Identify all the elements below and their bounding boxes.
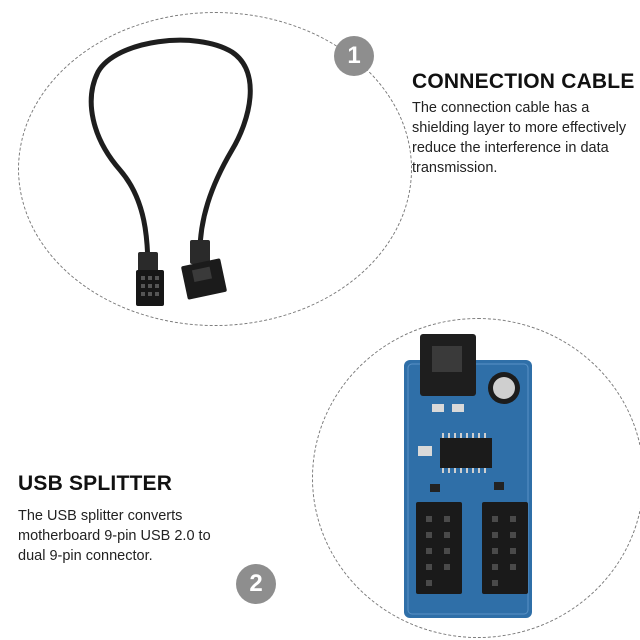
section-title-usb-splitter: USB SPLITTER [18, 472, 173, 495]
section-description-usb-splitter: The USB splitter converts motherboard 9-… [18, 508, 211, 564]
step-number-badge-1: 1 [334, 36, 374, 76]
section-description-connection-cable: The connection cable has a shielding lay… [412, 100, 627, 176]
dashed-circle-frame-splitter [312, 318, 640, 638]
section-title-connection-cable: CONNECTION CABLE [412, 70, 635, 93]
dashed-circle-frame-cable [18, 12, 412, 326]
step-number-badge-2: 2 [236, 564, 276, 604]
